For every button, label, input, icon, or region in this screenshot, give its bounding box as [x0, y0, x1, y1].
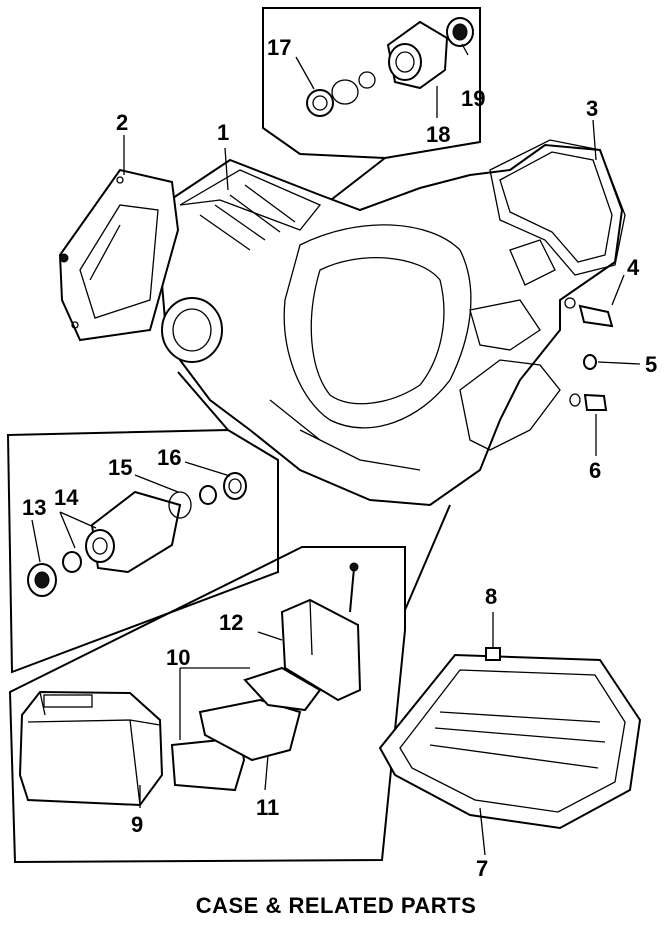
sensors: [564, 297, 614, 411]
callout-3: 3: [586, 96, 598, 121]
callout-10: 10: [166, 645, 190, 670]
callout-17: 17: [267, 35, 291, 60]
callout-8: 8: [485, 584, 497, 609]
leader-lines: [123, 119, 641, 456]
callout-5: 5: [645, 352, 657, 377]
callout-16: 16: [157, 445, 181, 470]
callout-13: 13: [22, 495, 46, 520]
oil-pan: [378, 612, 642, 856]
callout-1: 1: [217, 120, 229, 145]
callout-4: 4: [627, 255, 640, 280]
callout-18: 18: [426, 122, 450, 147]
callout-14: 14: [54, 485, 79, 510]
callout-15: 15: [108, 455, 132, 480]
callout-9: 9: [131, 812, 143, 837]
callout-7: 7: [476, 856, 488, 881]
side-cover-plate: [58, 168, 180, 342]
inset-left-pump-assembly: [6, 371, 279, 674]
callout-6: 6: [589, 458, 601, 483]
callout-12: 12: [219, 610, 243, 635]
diagram-caption: CASE & RELATED PARTS: [195, 893, 477, 918]
case-gasket: [489, 139, 626, 276]
transmission-case: [158, 143, 624, 507]
inset-bottom-valve-body: [8, 504, 451, 864]
callout-2: 2: [116, 110, 128, 135]
callout-19: 19: [461, 86, 485, 111]
inset-top-seal-assembly: [262, 7, 481, 211]
callout-11: 11: [256, 795, 279, 820]
